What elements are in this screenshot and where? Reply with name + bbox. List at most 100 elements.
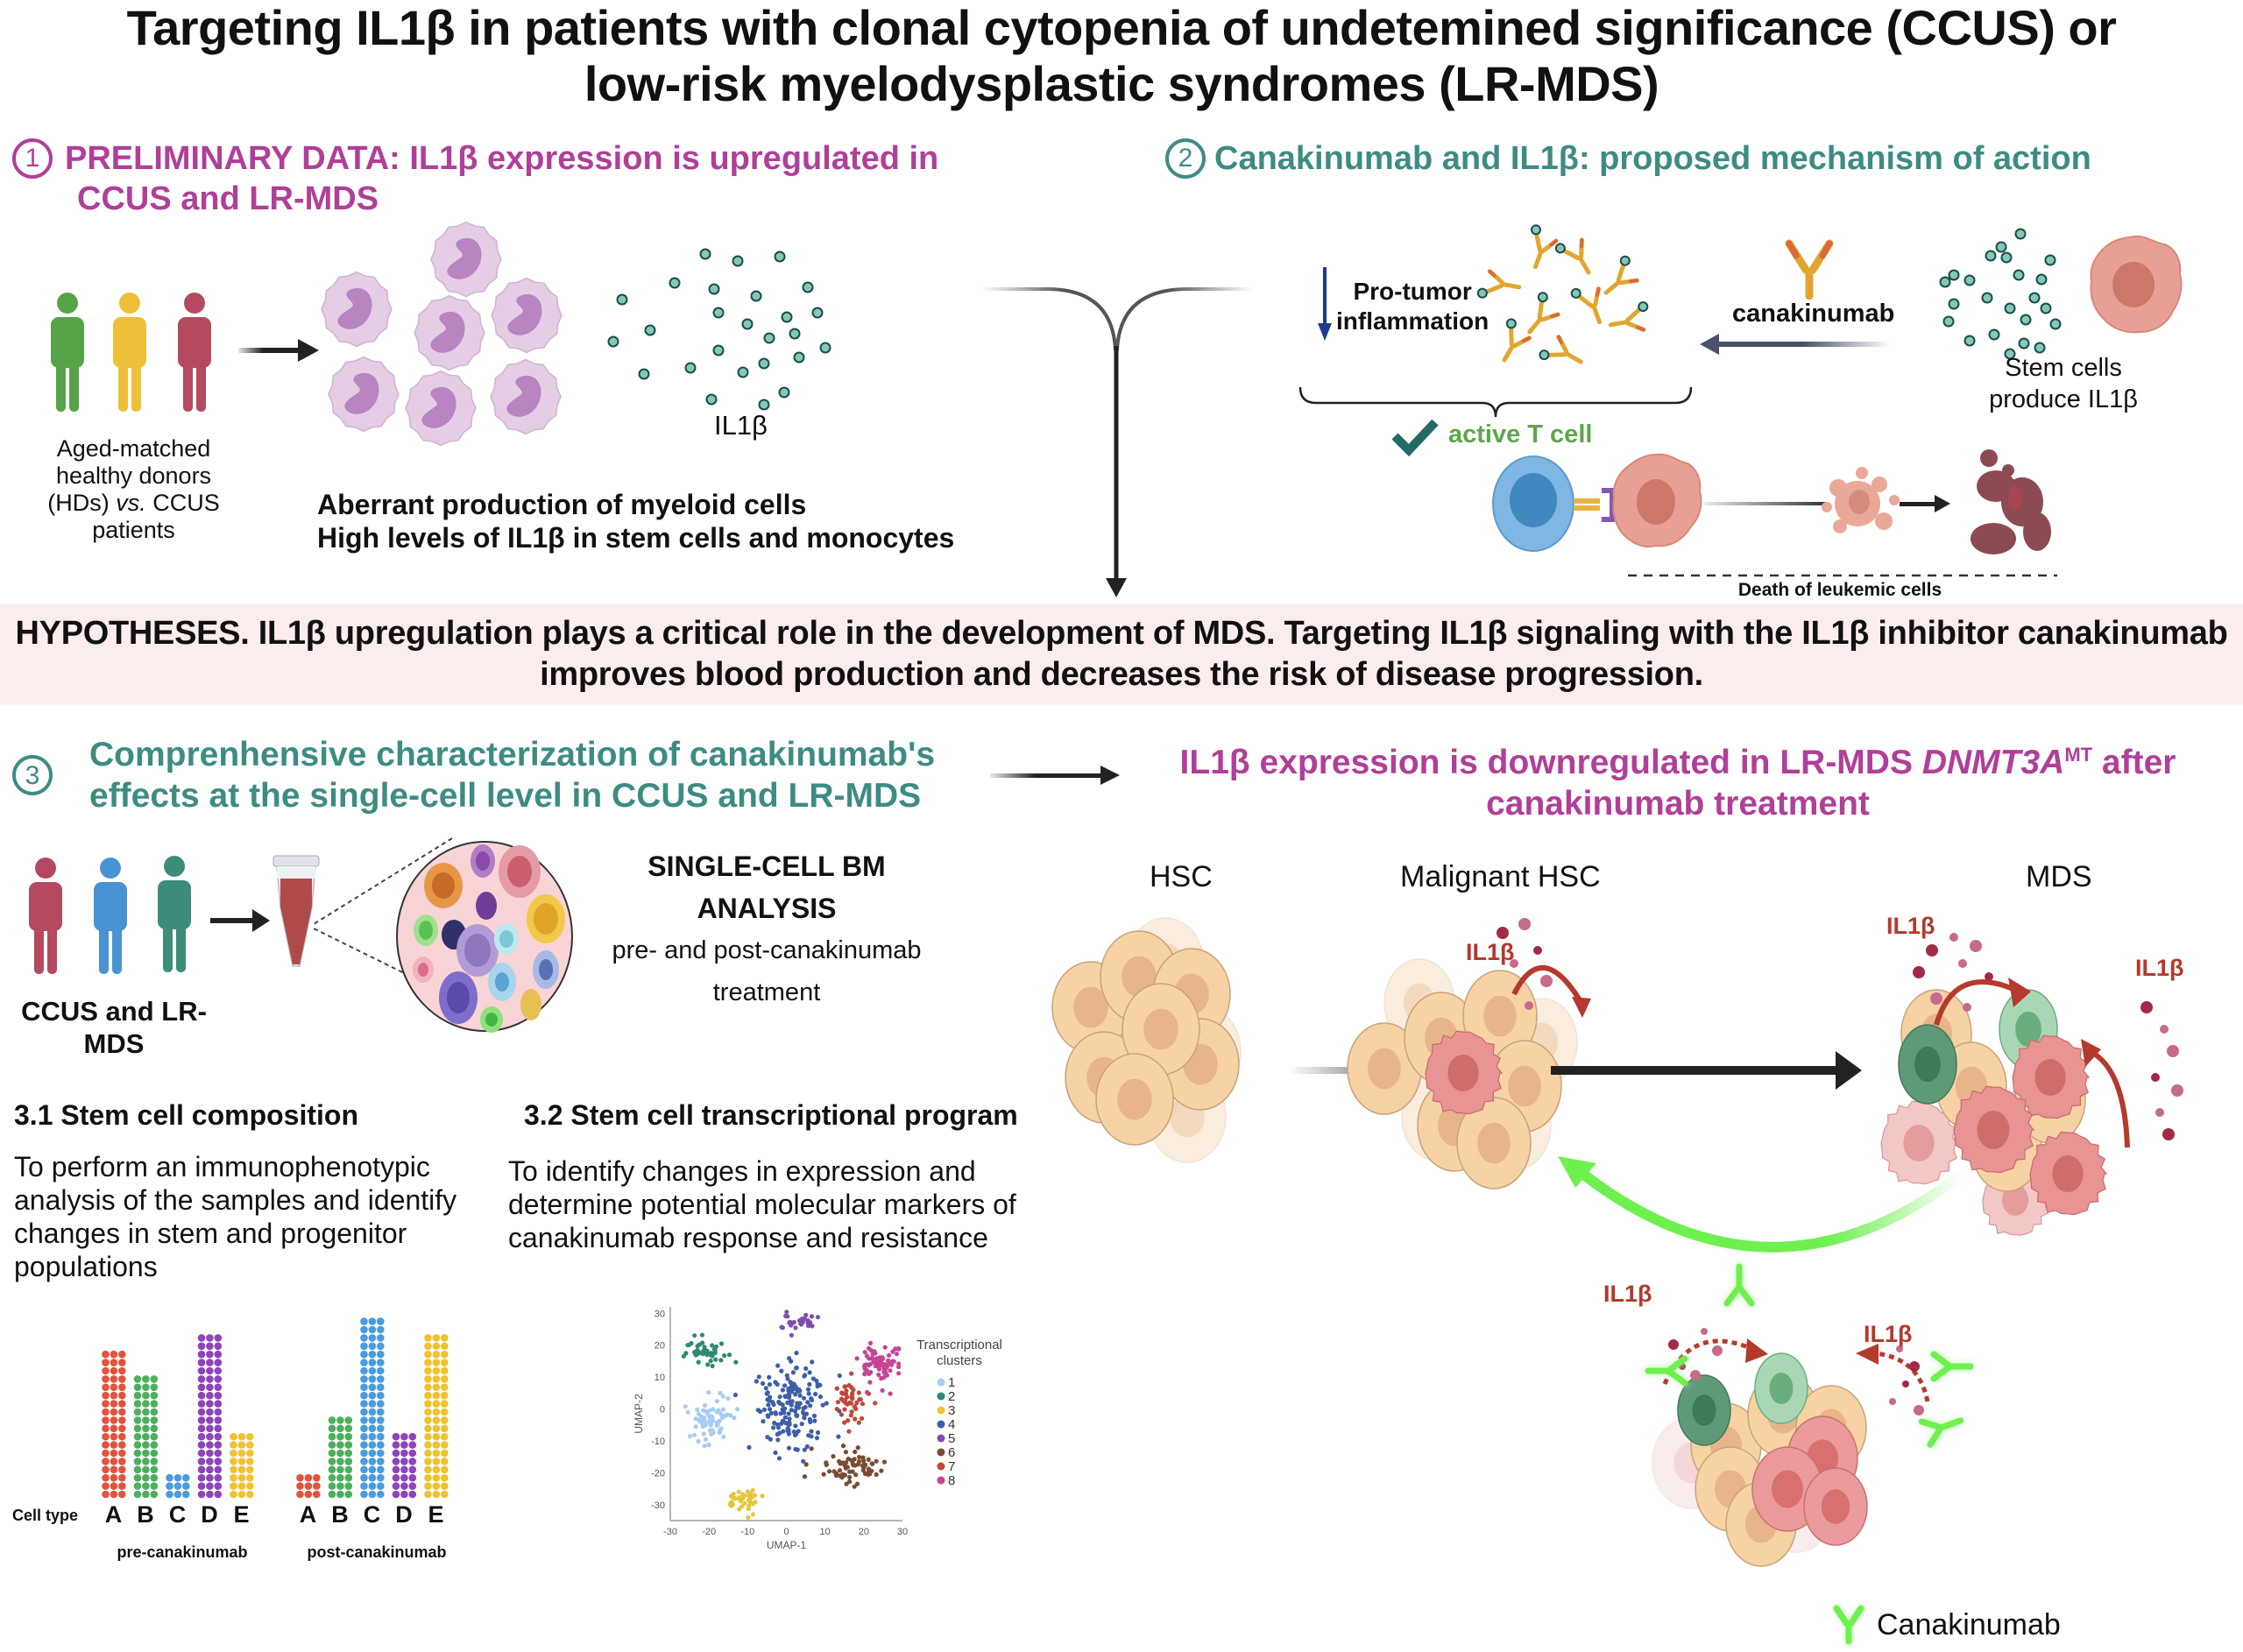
stage-label-malignant-hsc: Malignant HSC (1400, 860, 1601, 893)
scatter-point (766, 1414, 771, 1419)
il1b-molecule-icon (1970, 940, 1982, 952)
scatter-point (758, 1408, 763, 1415)
dot-mark (173, 1473, 182, 1482)
dot-mark (377, 1325, 385, 1334)
dot-mark (142, 1482, 150, 1490)
hypothesis-text: HYPOTHESES. IL1β upregulation plays a cr… (0, 613, 2243, 695)
il1b-molecule-icon (1958, 959, 1967, 968)
dot-mark (368, 1375, 377, 1383)
il1b-molecule-icon (1909, 1361, 1920, 1372)
dot-mark (336, 1441, 344, 1449)
checkmark-icon (1391, 419, 1439, 457)
antibody-complexes-svg (1476, 224, 1649, 364)
autocrine-arrowhead (2008, 978, 2031, 1007)
dot-mark (142, 1465, 150, 1474)
dot-mark (142, 1408, 150, 1416)
legend-swatch (937, 1434, 945, 1443)
dot-mark (206, 1416, 214, 1424)
dot-mark (360, 1416, 368, 1424)
dot-mark (142, 1441, 150, 1449)
scatter-point (768, 1410, 774, 1415)
dot-mark (230, 1449, 237, 1458)
dot-mark (408, 1473, 417, 1482)
il1b-dots-svg (607, 248, 831, 411)
dot-mark (432, 1342, 441, 1351)
dot-mark (206, 1408, 214, 1416)
dot-mark (336, 1416, 344, 1424)
il1b-molecule-icon (1964, 335, 1976, 347)
dot-mark (166, 1490, 173, 1499)
scatter-point (768, 1394, 773, 1400)
dot-mark (118, 1482, 126, 1490)
hsc-cluster-icon (1051, 917, 1242, 1163)
dot-mark (368, 1334, 377, 1342)
il1b-molecule-icon (2171, 1084, 2183, 1097)
dot-mark (142, 1391, 150, 1400)
scatter-point (867, 1472, 873, 1477)
legend-label: 3 (948, 1403, 955, 1418)
mds-cluster-icon (1880, 989, 2108, 1236)
bm-cell-lime (480, 1006, 503, 1033)
scatter-point (836, 1434, 841, 1439)
dot-mark (441, 1458, 449, 1465)
dot-mark (118, 1473, 126, 1482)
il1b-molecule-icon (758, 357, 770, 370)
scatter-point (886, 1358, 891, 1363)
finding-aberrant-production: Aberrant production of myeloid cells (317, 489, 807, 520)
autocrine-arrowhead (1572, 997, 1591, 1018)
scatter-point (887, 1352, 892, 1358)
dot-mark (197, 1342, 206, 1351)
dot-mark (368, 1473, 377, 1482)
il1b-molecule-icon (644, 324, 656, 336)
scatter-point (777, 1394, 782, 1400)
scatter-point (857, 1397, 862, 1402)
dot-mark (441, 1350, 449, 1359)
dot-mark (246, 1490, 254, 1499)
scatter-point (794, 1366, 799, 1371)
dot-mark (360, 1350, 368, 1359)
cluster-1-points (683, 1390, 740, 1449)
malignant-cell-nucleus (1903, 1125, 1935, 1161)
dot-mark (432, 1490, 441, 1499)
scatter-point (861, 1465, 867, 1471)
cell-nucleus (1483, 995, 1517, 1037)
il1b-molecule-icon (1926, 944, 1938, 957)
dot-mark (214, 1441, 223, 1449)
dot-mark (197, 1449, 206, 1458)
canakinumab-antibody-icon (1723, 1263, 1755, 1307)
scatter-point (851, 1387, 856, 1393)
il1b-molecule-icon (1939, 276, 1951, 288)
il1b-molecule-icon (708, 283, 720, 295)
scatter-point (837, 1458, 842, 1464)
category-tick-label: D (201, 1501, 218, 1528)
scatter-point (786, 1387, 791, 1394)
il1b-molecule-icon (2035, 273, 2048, 286)
blocked-signal-arrow (1874, 1351, 1930, 1402)
scatter-point (761, 1419, 766, 1424)
dot-mark (133, 1482, 142, 1490)
scatter-point (787, 1356, 792, 1361)
series-label: pre-canakinumab (117, 1543, 247, 1561)
dot-mark (344, 1416, 353, 1424)
dot-mark (377, 1375, 385, 1383)
scatter-point (806, 1391, 811, 1396)
dot-mark (214, 1375, 223, 1383)
scatter-point (737, 1507, 742, 1512)
dot-mark (133, 1375, 142, 1383)
dot-mark (197, 1473, 206, 1482)
canakinumab-legend-label: Canakinumab (1877, 1608, 2061, 1641)
cell-nucleus (1769, 1373, 1794, 1404)
il1b-tag-treated-right: IL1β (1864, 1321, 1913, 1347)
scatter-point (854, 1356, 860, 1361)
il1b-molecule-icon (1701, 1328, 1708, 1335)
il1b-molecule-icon (1497, 927, 1509, 939)
dot-mark (424, 1449, 432, 1458)
dot-mark (377, 1359, 385, 1366)
page-title: Targeting IL1β in patients with clonal c… (0, 0, 2243, 112)
scatter-point (766, 1402, 771, 1408)
dot-mark (328, 1441, 336, 1449)
scatter-point (876, 1366, 882, 1372)
scatter-point (896, 1361, 902, 1366)
scatter-point (844, 1388, 849, 1394)
scatter-point (767, 1374, 772, 1380)
